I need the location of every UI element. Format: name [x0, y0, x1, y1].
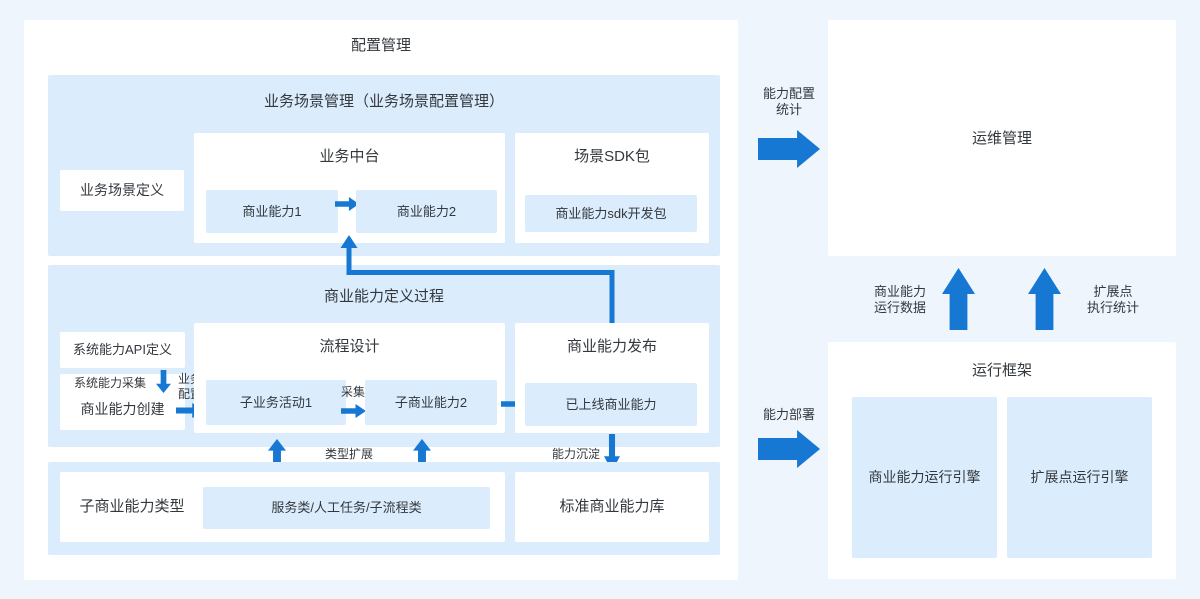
scene-management-title: 业务场景管理（业务场景配置管理） — [263, 93, 504, 110]
runtime-framework-title: 运行框架 — [971, 362, 1032, 379]
run-data-label: 商业能力 运行数据 — [873, 284, 926, 315]
capability-create-label: 商业能力创建 — [80, 400, 165, 417]
sub-capability2-box: 子商业能力2 — [365, 380, 497, 425]
type-extend-label: 类型扩展 — [324, 446, 373, 461]
type-list-box: 服务类/人工任务/子流程类 — [203, 487, 490, 529]
sub-activity1-box: 子业务活动1 — [206, 380, 346, 425]
api-definition-box: 系统能力API定义 — [60, 332, 185, 368]
ops-management-title: 运维管理 — [971, 130, 1032, 147]
sub-capability-type-label: 子商业能力类型 — [79, 498, 185, 515]
capability2-box: 商业能力2 — [356, 190, 497, 233]
publish-title: 商业能力发布 — [566, 338, 657, 355]
standard-library-box: 标准商业能力库 — [515, 472, 709, 542]
middle-platform-title: 业务中台 — [319, 148, 380, 165]
process-design-title: 流程设计 — [319, 338, 380, 355]
scene-definition-box: 业务场景定义 — [60, 170, 184, 211]
capability-engine-box: 商业能力运行引擎 — [852, 397, 997, 558]
collect-label: 采集 — [340, 384, 365, 399]
capability-definition-title: 商业能力定义过程 — [323, 288, 444, 305]
ops-management-panel — [828, 20, 1176, 256]
sdk-dev-package-box: 商业能力sdk开发包 — [525, 195, 697, 232]
capability1-box: 商业能力1 — [206, 190, 338, 233]
system-collect-label: 系统能力采集 — [73, 375, 146, 390]
config-stat-label: 能力配置 统计 — [762, 86, 815, 117]
capability-settle-label: 能力沉淀 — [551, 446, 600, 461]
extension-engine-box: 扩展点运行引擎 — [1007, 397, 1152, 558]
ext-stat-label: 扩展点 执行统计 — [1086, 284, 1139, 315]
deploy-label: 能力部署 — [762, 407, 815, 422]
online-capability-box: 已上线商业能力 — [525, 383, 697, 426]
config-management-title: 配置管理 — [350, 37, 411, 54]
sdk-package-title: 场景SDK包 — [574, 148, 650, 165]
